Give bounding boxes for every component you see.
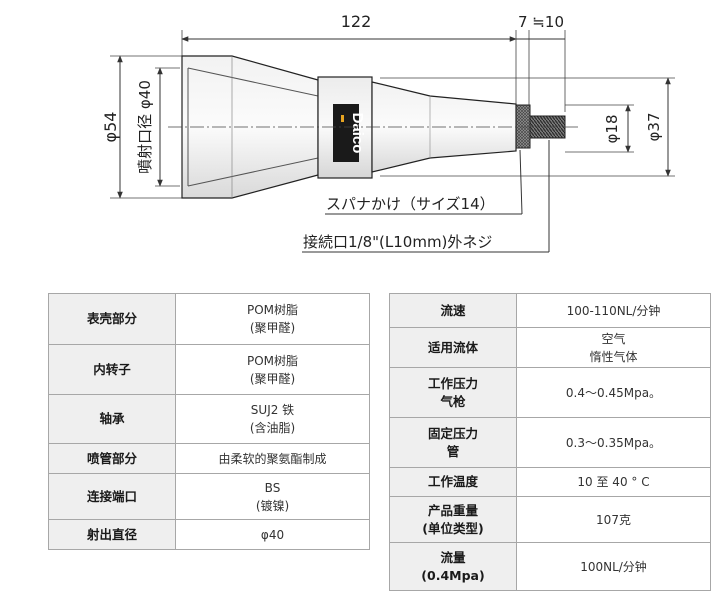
dimension-outlet-diameter-label: 噴射口径 φ40	[136, 80, 154, 174]
row-label: 连接端口	[48, 473, 176, 520]
table-row: 固定压力 管 0.3～0.35Mpa。	[389, 417, 711, 468]
nozzle-technical-drawing: 122 7 ≒10 φ54 噴射口径 φ40	[101, 12, 675, 253]
row-value: BS (镀镍)	[175, 473, 370, 520]
callout-spanner-label: スパナかけ（サイズ14）	[326, 195, 495, 213]
table-row: 产品重量 (单位类型) 107克	[389, 496, 711, 543]
table-row: 工作温度 10 至 40 ° C	[389, 467, 711, 497]
table-row: 表壳部分 POM树脂 (聚甲醛)	[48, 293, 370, 345]
spanner-hex	[515, 104, 531, 149]
table-row: 轴承 SUJ2 铁 (含油脂)	[48, 394, 370, 444]
row-value: 由柔软的聚氨酯制成	[175, 443, 370, 474]
row-value: SUJ2 铁 (含油脂)	[175, 394, 370, 444]
daico-logo-text: Daico	[349, 113, 366, 154]
row-value: 100-110NL/分钟	[516, 293, 711, 328]
row-value: φ40	[175, 519, 370, 550]
table-row: 流量 (0.4Mpa) 100NL/分钟	[389, 542, 711, 591]
dimension-outer-diameter: φ54	[101, 55, 188, 199]
row-label: 射出直径	[48, 519, 176, 550]
table-row: 射出直径 φ40	[48, 519, 370, 550]
callout-spanner: スパナかけ（サイズ14）	[325, 149, 523, 215]
row-label: 适用流体	[389, 327, 517, 368]
row-label: 轴承	[48, 394, 176, 444]
table-row: 喷管部分 由柔软的聚氨酯制成	[48, 443, 370, 474]
row-value: 107克	[516, 496, 711, 543]
performance-spec-table: 流速 100-110NL/分钟 适用流体 空气 惰性气体 工作压力 气枪 0.4…	[389, 293, 711, 591]
table-row: 适用流体 空气 惰性气体	[389, 327, 711, 368]
row-value: 0.3～0.35Mpa。	[516, 417, 711, 468]
dimension-body-diameter: φ37	[380, 77, 675, 177]
row-label: 产品重量 (单位类型)	[389, 496, 517, 543]
callout-thread: 接続口1/8"(L10mm)外ネジ	[302, 140, 550, 253]
row-value: 10 至 40 ° C	[516, 467, 711, 497]
table-row: 流速 100-110NL/分钟	[389, 293, 711, 328]
row-label: 工作温度	[389, 467, 517, 497]
daico-logo: Daico	[333, 104, 366, 162]
callout-thread-label: 接続口1/8"(L10mm)外ネジ	[303, 233, 492, 251]
table-row: 内转子 POM树脂 (聚甲醛)	[48, 344, 370, 395]
table-row: 工作压力 气枪 0.4～0.45Mpa。	[389, 367, 711, 418]
row-label: 表壳部分	[48, 293, 176, 345]
dimension-hex-diameter: φ18	[565, 104, 634, 153]
materials-spec-table: 表壳部分 POM树脂 (聚甲醛) 内转子 POM树脂 (聚甲醛) 轴承 SUJ2…	[48, 293, 370, 550]
row-value: 100NL/分钟	[516, 542, 711, 591]
row-label: 内转子	[48, 344, 176, 395]
row-label: 流量 (0.4Mpa)	[389, 542, 517, 591]
dimension-hex-diameter-label: φ18	[603, 115, 621, 144]
row-value: POM树脂 (聚甲醛)	[175, 344, 370, 395]
row-label: 固定压力 管	[389, 417, 517, 468]
row-label: 喷管部分	[48, 443, 176, 474]
dimension-connector-label: 7 ≒10	[518, 13, 564, 31]
dimension-connector: 7 ≒10	[516, 13, 566, 112]
row-value: 0.4～0.45Mpa。	[516, 367, 711, 418]
row-value: 空气 惰性气体	[516, 327, 711, 368]
dimension-length: 122	[181, 12, 517, 105]
dimension-length-label: 122	[341, 12, 372, 31]
dimension-outlet-diameter: 噴射口径 φ40	[136, 67, 180, 187]
row-label: 工作压力 气枪	[389, 367, 517, 418]
table-row: 连接端口 BS (镀镍)	[48, 473, 370, 520]
row-label: 流速	[389, 293, 517, 328]
dimension-outer-diameter-label: φ54	[101, 112, 120, 143]
dimension-body-diameter-label: φ37	[645, 113, 663, 142]
row-value: POM树脂 (聚甲醛)	[175, 293, 370, 345]
